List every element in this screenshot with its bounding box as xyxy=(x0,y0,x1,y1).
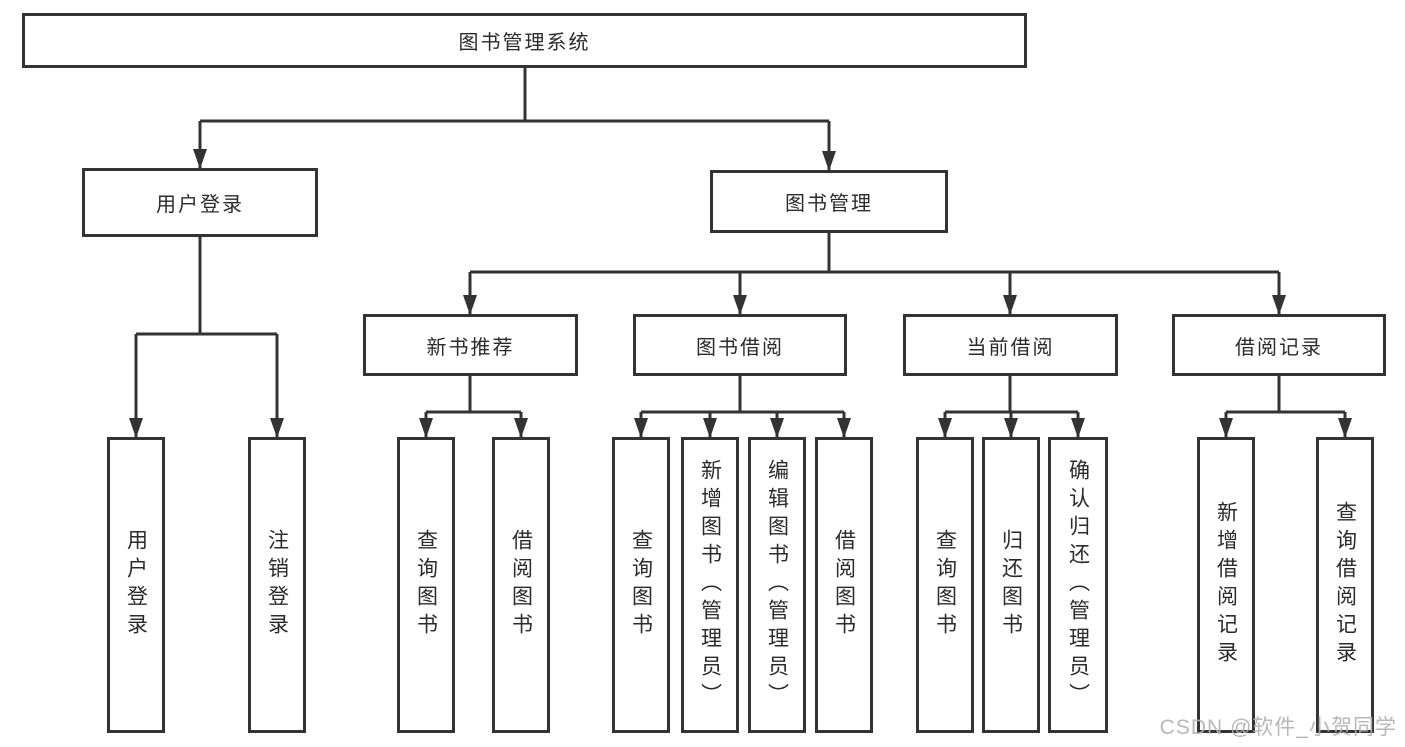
node-book-management-label: 图书管理 xyxy=(785,193,873,215)
leaf-add-book-admin: 新增图书（管理员） xyxy=(681,437,739,733)
node-borrow-records: 借阅记录 xyxy=(1172,314,1386,376)
node-book-management: 图书管理 xyxy=(710,170,948,233)
leaf-return-books-label: 归还图书 xyxy=(999,529,1023,641)
leaf-query-books-borrow-label: 查询图书 xyxy=(629,529,653,641)
leaf-logout-label: 注销登录 xyxy=(265,529,289,641)
node-root-label: 图书管理系统 xyxy=(458,32,591,54)
node-borrow-records-label: 借阅记录 xyxy=(1235,336,1323,359)
node-book-borrow-label: 图书借阅 xyxy=(696,336,784,359)
leaf-query-borrow-record: 查询借阅记录 xyxy=(1316,437,1374,733)
node-new-book-recommend: 新书推荐 xyxy=(363,314,578,376)
leaf-user-login: 用户登录 xyxy=(107,437,165,733)
leaf-add-borrow-record-label: 新增借阅记录 xyxy=(1214,501,1238,669)
leaf-query-books-recommend-label: 查询图书 xyxy=(414,529,438,641)
watermark: CSDN @软件_小贺同学 xyxy=(1159,716,1397,739)
leaf-borrow-books-label: 借阅图书 xyxy=(832,529,856,641)
leaf-return-books: 归还图书 xyxy=(982,437,1040,733)
leaf-confirm-return-admin-label: 确认归还（管理员） xyxy=(1066,459,1090,711)
leaf-query-borrow-record-label: 查询借阅记录 xyxy=(1333,501,1357,669)
node-current-borrow-label: 当前借阅 xyxy=(966,336,1055,359)
leaf-edit-book-admin-label: 编辑图书（管理员） xyxy=(765,459,789,711)
leaf-add-borrow-record: 新增借阅记录 xyxy=(1197,437,1255,733)
leaf-edit-book-admin: 编辑图书（管理员） xyxy=(748,437,806,733)
node-current-borrow: 当前借阅 xyxy=(903,314,1118,376)
leaf-query-books-current-label: 查询图书 xyxy=(933,529,957,641)
leaf-query-books-current: 查询图书 xyxy=(916,437,974,733)
leaf-query-books-borrow: 查询图书 xyxy=(612,437,670,733)
leaf-confirm-return-admin: 确认归还（管理员） xyxy=(1048,437,1108,733)
leaf-borrow-books: 借阅图书 xyxy=(815,437,873,733)
node-user-login-label: 用户登录 xyxy=(156,194,244,216)
leaf-query-books-recommend: 查询图书 xyxy=(397,437,455,733)
leaf-borrow-books-recommend-label: 借阅图书 xyxy=(509,529,533,641)
leaf-user-login-label: 用户登录 xyxy=(124,529,148,641)
node-user-login: 用户登录 xyxy=(82,168,318,237)
leaf-logout: 注销登录 xyxy=(248,437,306,733)
leaf-borrow-books-recommend: 借阅图书 xyxy=(492,437,550,733)
node-root: 图书管理系统 xyxy=(22,13,1027,68)
leaf-add-book-admin-label: 新增图书（管理员） xyxy=(698,459,722,711)
node-book-borrow: 图书借阅 xyxy=(633,314,847,376)
node-new-book-recommend-label: 新书推荐 xyxy=(426,336,515,359)
